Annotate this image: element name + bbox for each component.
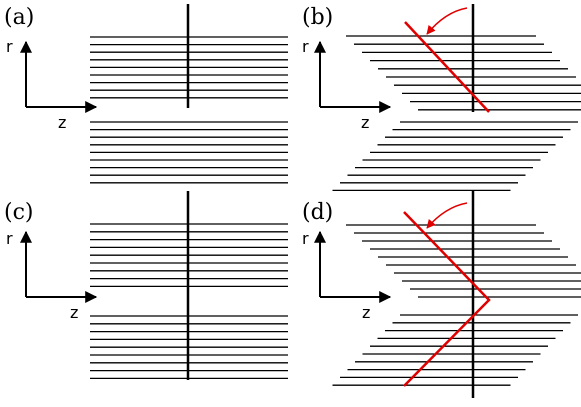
panel-label-b: (b) [302, 5, 333, 30]
z-axis-label-a: z [58, 113, 66, 132]
parallel-lines-a [90, 36, 288, 184]
panel-label-a: (a) [4, 5, 34, 30]
z-axis-label-d: z [362, 303, 370, 322]
panel-d: (d) r z [302, 191, 581, 398]
panel-label-c: (c) [4, 200, 34, 225]
axes-a: r z [6, 37, 98, 132]
z-axis-label-b: z [361, 113, 369, 132]
z-axis-label-c: z [70, 303, 78, 322]
panel-a: (a) r z [4, 4, 288, 184]
r-axis-label-b: r [302, 37, 309, 56]
red-diagonal-b [404, 21, 490, 113]
red-chevron-d [403, 211, 491, 387]
axes-c: r z [6, 229, 98, 322]
panel-b: (b) r z [302, 4, 581, 192]
r-axis-label-a: r [6, 37, 13, 56]
panel-label-d: (d) [302, 200, 333, 225]
rotation-arrow-d [426, 202, 468, 229]
panel-c: (c) r z [4, 191, 288, 380]
axes-d: r z [302, 229, 392, 322]
r-axis-label-d: r [302, 229, 309, 248]
sheared-lines-b [332, 35, 581, 192]
axes-b: r z [302, 37, 392, 132]
r-axis-label-c: r [6, 229, 13, 248]
rotation-arrow-b [426, 7, 468, 35]
